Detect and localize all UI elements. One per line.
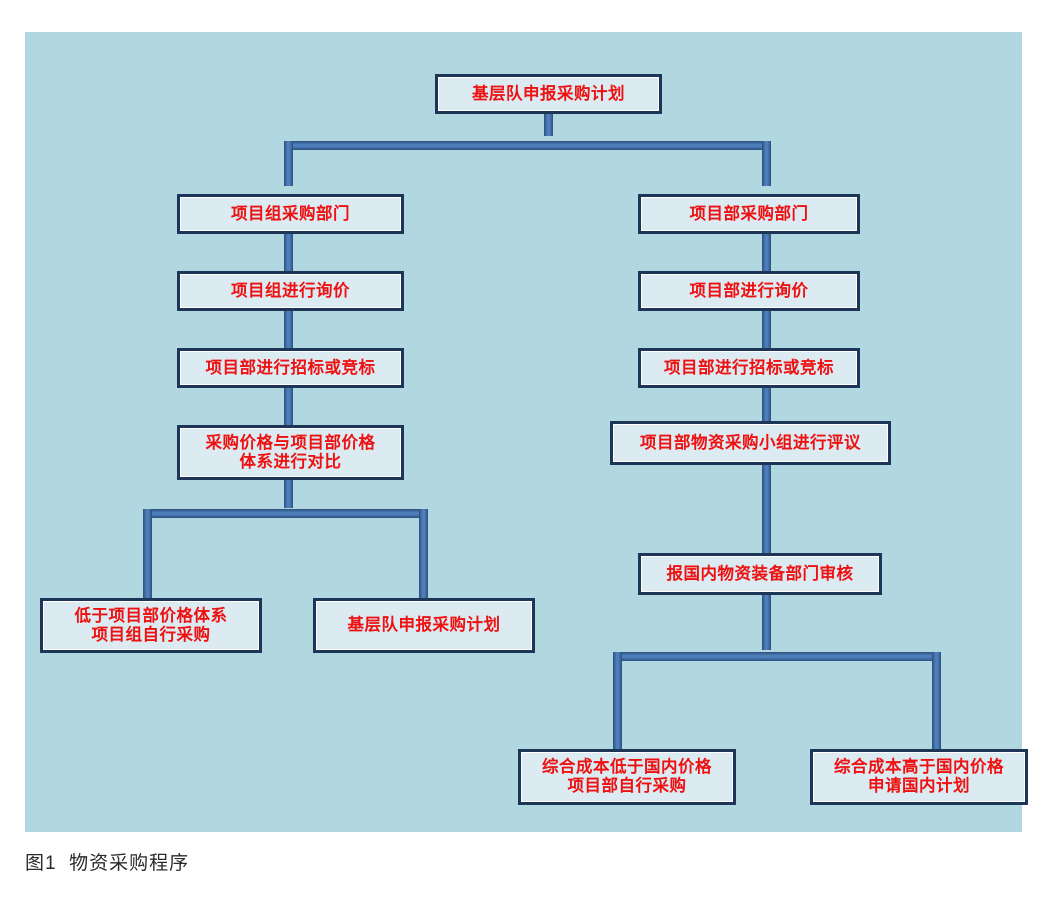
- node-right-3-label: 项目部进行招标或竞标: [664, 358, 834, 377]
- node-right-1[interactable]: 项目部采购部门: [638, 194, 860, 234]
- connector-left-fork-left: [143, 509, 152, 614]
- node-right-out-2-label: 综合成本高于国内价格 申请国内计划: [834, 758, 1004, 796]
- connector-left-fork-right: [419, 509, 428, 614]
- node-left-out-2[interactable]: 基层队申报采购计划: [313, 598, 535, 653]
- node-left-3-label: 项目部进行招标或竞标: [205, 358, 376, 377]
- figure-caption: 图1 物资采购程序: [25, 853, 190, 874]
- node-right-out-1[interactable]: 综合成本低于国内价格 项目部自行采购: [518, 749, 736, 805]
- connector-start-down: [544, 114, 553, 136]
- node-left-4-label: 采购价格与项目部价格 体系进行对比: [206, 434, 376, 472]
- node-left-1-label: 项目组采购部门: [231, 204, 350, 223]
- node-left-4-line2: 体系进行对比: [239, 452, 342, 471]
- node-left-4[interactable]: 采购价格与项目部价格 体系进行对比: [177, 425, 404, 480]
- node-right-out-2[interactable]: 综合成本高于国内价格 申请国内计划: [810, 749, 1028, 805]
- connector-right-4-5: [762, 465, 771, 555]
- node-left-4-line1: 采购价格与项目部价格: [205, 433, 376, 452]
- node-left-out-2-label: 基层队申报采购计划: [347, 616, 501, 635]
- node-right-1-label: 项目部采购部门: [689, 204, 809, 223]
- node-right-4[interactable]: 项目部物资采购小组进行评议: [610, 421, 891, 465]
- node-left-out-1-line1: 低于项目部价格体系: [74, 606, 228, 625]
- connector-right-fork-bar: [613, 652, 941, 661]
- node-left-1[interactable]: 项目组采购部门: [177, 194, 404, 234]
- connector-right-2-3: [762, 311, 771, 363]
- node-right-out-1-label: 综合成本低于国内价格 项目部自行采购: [542, 758, 712, 796]
- connector-top-fork-bar: [284, 141, 771, 150]
- node-left-3[interactable]: 项目部进行招标或竞标: [177, 348, 404, 388]
- connector-right-fork-right: [932, 652, 941, 752]
- node-right-5[interactable]: 报国内物资装备部门审核: [638, 553, 882, 595]
- flowchart-canvas: 基层队申报采购计划 项目组采购部门 项目组进行询价 项目部进行招标或竞标: [25, 32, 1028, 832]
- connector-left-1-2: [284, 234, 293, 286]
- node-left-out-1-line2: 项目组自行采购: [91, 625, 211, 644]
- connector-top-fork-left: [284, 141, 293, 186]
- node-right-3[interactable]: 项目部进行招标或竞标: [638, 348, 860, 388]
- node-left-out-1-label: 低于项目部价格体系 项目组自行采购: [75, 607, 228, 645]
- connector-right-5-down: [762, 595, 771, 650]
- node-right-out-2-line1: 综合成本高于国内价格: [834, 758, 1004, 777]
- node-right-4-label: 项目部物资采购小组进行评议: [640, 433, 861, 452]
- connector-top-fork-right: [762, 141, 771, 186]
- node-start-label: 基层队申报采购计划: [472, 84, 625, 103]
- node-right-2[interactable]: 项目部进行询价: [638, 271, 860, 311]
- node-right-out-1-line2: 项目部自行采购: [567, 777, 687, 795]
- node-right-out-1-line1: 综合成本低于国内价格: [542, 758, 712, 777]
- connector-left-4-down: [284, 480, 293, 508]
- node-right-out-2-line2: 申请国内计划: [868, 777, 970, 795]
- connector-left-2-3: [284, 311, 293, 363]
- node-left-out-1[interactable]: 低于项目部价格体系 项目组自行采购: [40, 598, 262, 653]
- connector-right-1-2: [762, 234, 771, 286]
- node-left-2-label: 项目组进行询价: [231, 281, 350, 300]
- connector-left-3-4: [284, 388, 293, 440]
- node-right-5-label: 报国内物资装备部门审核: [666, 564, 854, 583]
- node-right-2-label: 项目部进行询价: [689, 281, 809, 300]
- node-left-2[interactable]: 项目组进行询价: [177, 271, 404, 311]
- connector-right-fork-left: [613, 652, 622, 752]
- connector-right-3-4: [762, 388, 771, 440]
- connector-left-fork-bar: [143, 509, 428, 518]
- node-start[interactable]: 基层队申报采购计划: [435, 74, 662, 114]
